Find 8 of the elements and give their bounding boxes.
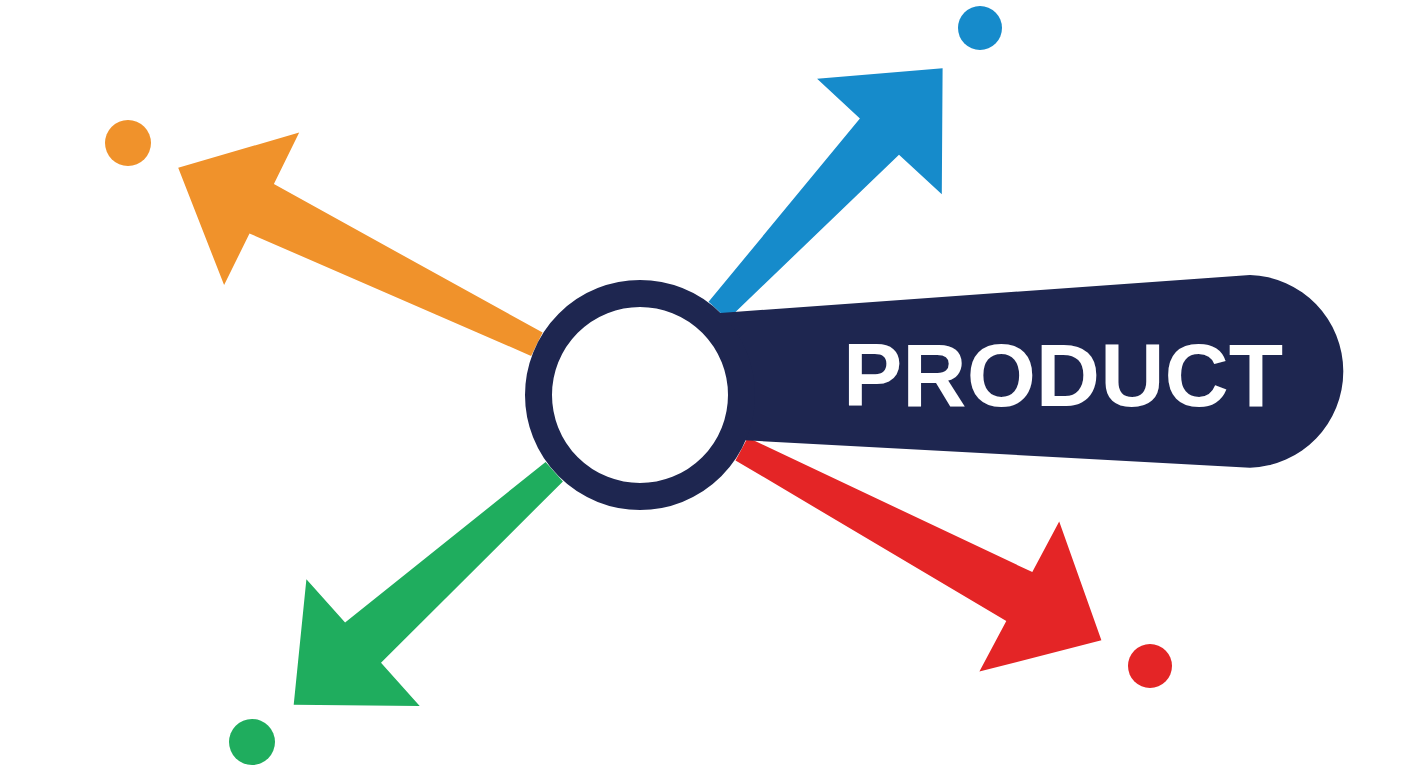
arrow [735,437,1102,672]
target-dot [105,120,151,166]
arrow [178,132,543,356]
banner-text: PRODUCT [843,331,1284,420]
target-dot [1128,644,1172,688]
target-dot [958,6,1002,50]
target-dot [229,719,275,765]
arrow [293,462,563,706]
